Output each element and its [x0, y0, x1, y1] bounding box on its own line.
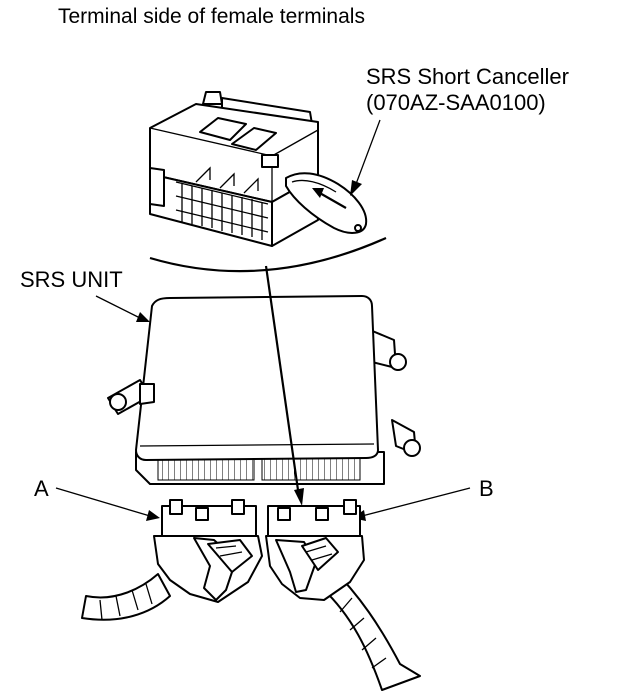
connector-a-label: A [34, 476, 49, 501]
leader-b [361, 487, 471, 517]
short-canceller-connector [149, 91, 319, 247]
leader-a [55, 487, 151, 517]
srs-unit [107, 295, 421, 485]
connector-a [153, 499, 263, 603]
canceller-part-number-label: (070AZ-SAA0100) [366, 90, 546, 115]
leader-unit [95, 295, 141, 319]
arrow-icon [312, 188, 347, 209]
canceller-name-label: SRS Short Canceller [366, 64, 569, 89]
wire-harness-a [81, 573, 171, 621]
connector-b [265, 499, 365, 601]
connector-latch [261, 154, 279, 168]
srs-unit-label: SRS UNIT [20, 267, 123, 292]
connector-b-label: B [479, 476, 494, 501]
guide-line [264, 265, 300, 491]
short-canceller-tool [285, 172, 368, 234]
diagram-title: Terminal side of female terminals [58, 5, 365, 28]
leader-canceller [355, 119, 381, 185]
